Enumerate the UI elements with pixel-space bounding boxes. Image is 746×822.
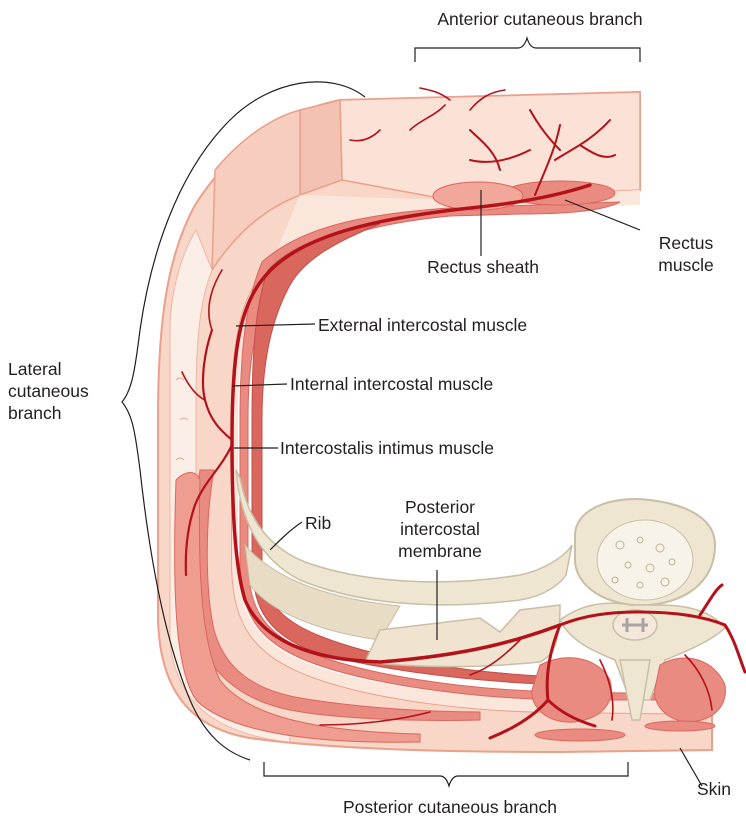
label-rectus-sheath: Rectus sheath [408, 256, 558, 278]
vertebral-body-spongy [597, 520, 693, 600]
paraspinal-muscle-left [532, 658, 611, 722]
label-lateral-line1: Lateral [8, 358, 89, 380]
label-external-intercostal-muscle: External intercostal muscle [318, 314, 527, 336]
posterior-cutaneous-bracket [264, 762, 628, 786]
label-lateral-cutaneous-branch: Lateral cutaneous branch [8, 358, 89, 424]
label-posterior-intercostal-membrane: Posterior intercostal membrane [380, 496, 500, 562]
paraspinal-muscle-right [655, 658, 726, 722]
label-membrane-line3: membrane [380, 540, 500, 562]
label-anterior-cutaneous-branch: Anterior cutaneous branch [395, 8, 685, 30]
anterior-wall-bevel [300, 100, 342, 195]
label-skin: Skin [697, 778, 731, 800]
label-membrane-line1: Posterior [380, 496, 500, 518]
rib-leader [270, 522, 302, 550]
label-rectus-muscle-line2: muscle [648, 254, 724, 276]
label-rib: Rib [305, 512, 331, 534]
label-posterior-cutaneous-branch: Posterior cutaneous branch [300, 796, 600, 818]
label-lateral-line2: cutaneous [8, 380, 89, 402]
posterior-muscle-slip [535, 729, 625, 741]
label-rectus-muscle: Rectus muscle [648, 232, 724, 276]
label-membrane-line2: intercostal [380, 518, 500, 540]
label-internal-intercostal-muscle: Internal intercostal muscle [290, 373, 493, 395]
label-rectus-muscle-line1: Rectus [648, 232, 724, 254]
anterior-cutaneous-bracket [415, 38, 640, 62]
label-intercostalis-intimus-muscle: Intercostalis intimus muscle [280, 437, 494, 459]
posterior-muscle-slip-2 [645, 721, 715, 731]
label-lateral-line3: branch [8, 402, 89, 424]
